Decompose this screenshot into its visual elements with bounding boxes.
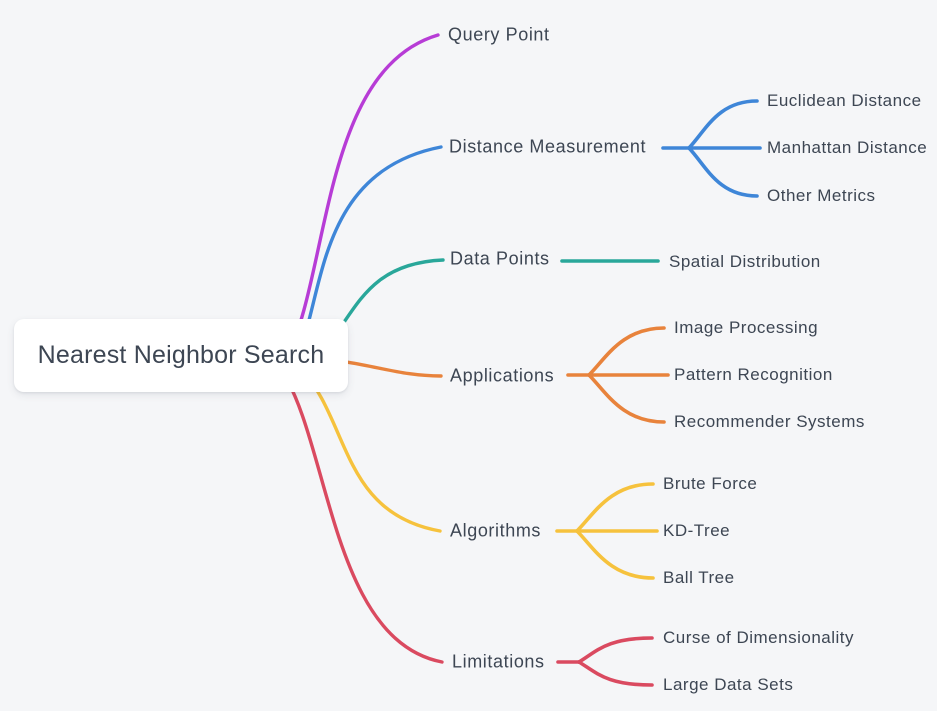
edge-other-metrics (687, 146, 759, 198)
root-label: Nearest Neighbor Search (37, 341, 325, 369)
branch-label-algorithms: Algorithms (450, 520, 542, 541)
child-label-curse-of-dimensionality: Curse of Dimensionality (663, 628, 855, 647)
edge-curse-of-dimensionality (577, 636, 654, 664)
branch-label-distance-measurement: Distance Measurement (449, 136, 647, 157)
branch-label-applications: Applications (450, 365, 555, 386)
root-node: Nearest Neighbor Search (14, 319, 348, 392)
child-label-pattern-recognition: Pattern Recognition (674, 365, 833, 384)
edge-limitations (278, 366, 444, 664)
child-label-kd-tree: KD-Tree (663, 521, 731, 540)
child-label-spatial-distribution: Spatial Distribution (669, 252, 821, 271)
edge-recommender-systems (587, 373, 666, 424)
branch-label-data-points: Data Points (450, 248, 550, 269)
branch-label-query-point: Query Point (448, 24, 550, 45)
child-label-brute-force: Brute Force (663, 474, 758, 493)
edge-large-data-sets (577, 660, 654, 687)
child-label-image-processing: Image Processing (674, 318, 819, 337)
child-label-ball-tree: Ball Tree (663, 568, 735, 587)
branch-label-limitations: Limitations (452, 651, 545, 672)
edge-ball-tree (575, 529, 655, 580)
edge-query-point (283, 33, 440, 362)
edge-algorithms (298, 366, 442, 533)
child-label-manhattan-distance: Manhattan Distance (767, 138, 928, 157)
child-label-other-metrics: Other Metrics (767, 186, 876, 205)
child-label-recommender-systems: Recommender Systems (674, 412, 865, 431)
edge-brute-force (575, 482, 655, 533)
child-label-large-data-sets: Large Data Sets (663, 675, 794, 694)
edge-euclidean-distance (687, 99, 759, 150)
child-label-euclidean-distance: Euclidean Distance (767, 91, 922, 110)
edge-image-processing (587, 326, 666, 377)
